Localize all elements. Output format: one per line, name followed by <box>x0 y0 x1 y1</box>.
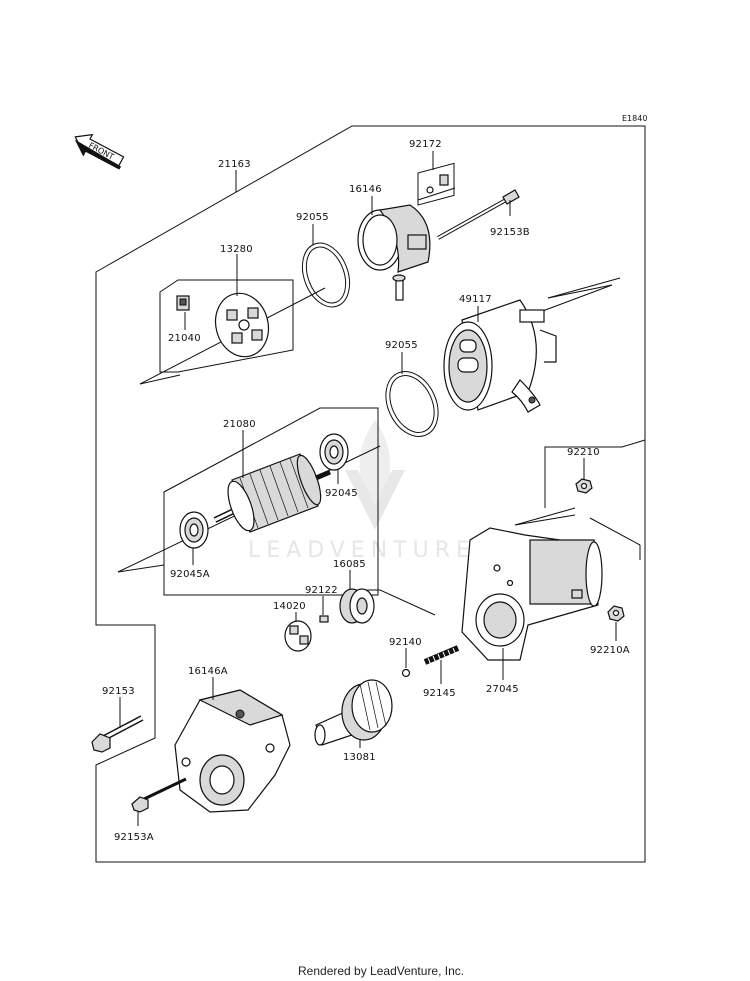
label-92210: 92210 <box>567 447 600 458</box>
label-92172: 92172 <box>409 139 442 150</box>
part-16085-gear <box>339 588 375 624</box>
label-92210A: 92210A <box>590 645 630 656</box>
part-21040-brush <box>176 295 190 311</box>
part-labels: 21163 92172 16146 92055 92153B 13280 210… <box>102 139 630 843</box>
label-92045A: 92045A <box>170 569 210 580</box>
front-arrow: FRONT <box>74 133 125 170</box>
label-92055-upper: 92055 <box>296 212 329 223</box>
part-27045-housing <box>461 527 603 661</box>
part-13081-clutch <box>314 679 393 746</box>
part-92210A-nut <box>607 605 625 622</box>
part-92055-oring-upper <box>301 242 351 308</box>
label-21163: 21163 <box>218 159 251 170</box>
part-92045A-bearing <box>179 511 209 549</box>
label-16146: 16146 <box>349 184 382 195</box>
part-92210-nut <box>575 478 593 494</box>
label-27045: 27045 <box>486 684 519 695</box>
part-49117-yoke <box>443 299 557 413</box>
label-92140: 92140 <box>389 637 422 648</box>
part-92153B-through-bolt <box>437 189 520 240</box>
part-92122-pin <box>319 615 329 623</box>
label-21080: 21080 <box>223 419 256 430</box>
part-92153A-bolt <box>131 777 187 813</box>
part-92140-ball <box>401 668 411 678</box>
label-92145: 92145 <box>423 688 456 699</box>
label-92122: 92122 <box>305 585 338 596</box>
part-13280-brush-holder <box>214 292 270 358</box>
group-21080-outline <box>163 407 379 596</box>
part-92172-screw <box>417 162 456 206</box>
label-92045: 92045 <box>325 488 358 499</box>
part-92145-spring <box>423 645 460 666</box>
assembly-outline <box>95 125 646 863</box>
part-92153-bolt <box>91 715 144 753</box>
label-16146A: 16146A <box>188 666 228 677</box>
label-14020: 14020 <box>273 601 306 612</box>
watermark-text: LEADVENTURE <box>248 538 476 563</box>
label-92153B: 92153B <box>490 227 530 238</box>
footer-credit: Rendered by LeadVenture, Inc. <box>298 964 464 978</box>
leader-lines <box>119 151 617 826</box>
label-13280: 13280 <box>220 244 253 255</box>
part-14020-retainer <box>284 620 312 652</box>
label-92153A: 92153A <box>114 832 154 843</box>
group-92210-outline <box>544 439 646 508</box>
part-92045-bearing <box>319 433 349 471</box>
part-92055-oring-lower <box>385 371 439 437</box>
leadventure-watermark: LEADVENTURE <box>248 420 476 563</box>
part-16146A-front-housing <box>174 689 291 813</box>
group-13280-outline <box>159 279 294 373</box>
label-92055-lower: 92055 <box>385 340 418 351</box>
label-49117: 49117 <box>459 294 492 305</box>
part-16146-rear-cover <box>357 204 431 301</box>
label-16085: 16085 <box>333 559 366 570</box>
diagram-code: E1840 <box>622 114 647 123</box>
label-13081: 13081 <box>343 752 376 763</box>
part-21080-armature <box>213 453 331 533</box>
label-92153: 92153 <box>102 686 135 697</box>
label-21040: 21040 <box>168 333 201 344</box>
